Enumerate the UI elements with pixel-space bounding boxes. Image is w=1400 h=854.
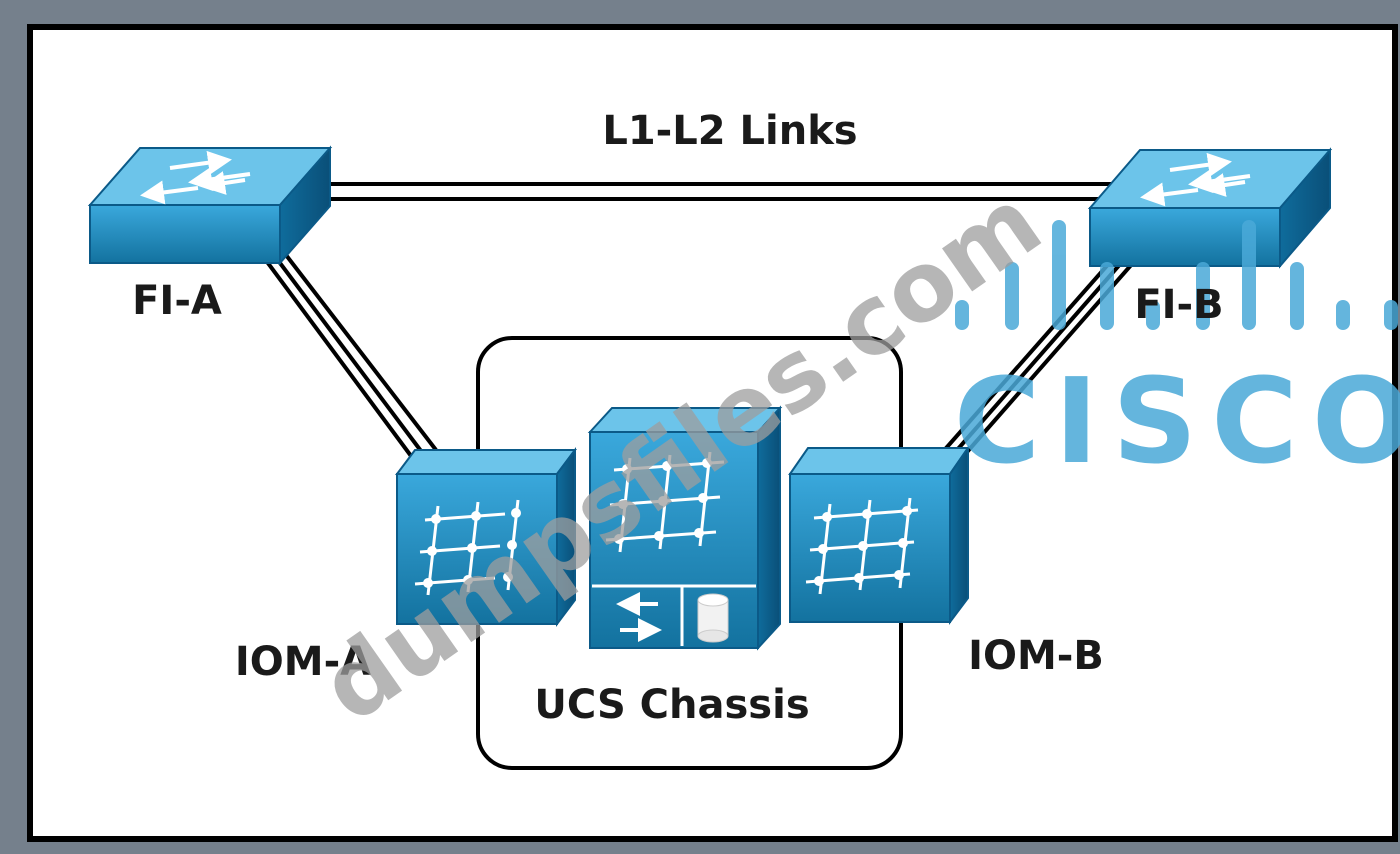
- links-label: L1-L2 Links: [602, 108, 857, 154]
- l1-l2-links: [328, 182, 1118, 201]
- iom-a-label: IOM-A: [235, 639, 371, 685]
- cisco-logo-watermark: CISCO: [954, 220, 1400, 490]
- fi-b-switch-icon: [1087, 147, 1333, 269]
- fi-b-label: FI-B: [1134, 282, 1223, 328]
- fi-a-label: FI-A: [132, 278, 222, 324]
- fi-a-iom-a-links: [260, 253, 438, 462]
- iom-a-cube-icon: [395, 447, 577, 627]
- cisco-logo-text: CISCO: [954, 352, 1400, 490]
- storage-icon: [697, 593, 729, 643]
- ucs-server-icon: [587, 405, 783, 651]
- ucs-chassis-label: UCS Chassis: [534, 682, 809, 728]
- iom-b-label: IOM-B: [968, 633, 1104, 679]
- fi-a-switch-icon: [87, 145, 333, 266]
- iom-b-cube-icon: [788, 444, 970, 625]
